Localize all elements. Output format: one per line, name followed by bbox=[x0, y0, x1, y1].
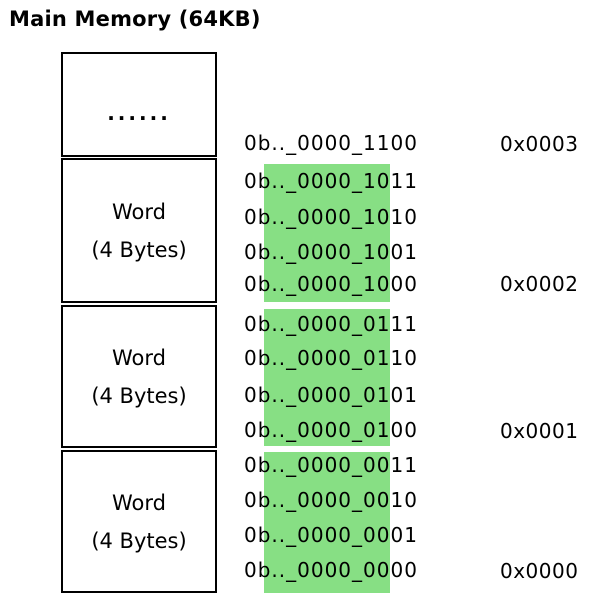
page-title: Main Memory (64KB) bbox=[9, 7, 261, 31]
binary-address-row: 0b.._0000_1000 bbox=[244, 272, 418, 296]
hex-address-label: 0x0003 bbox=[500, 132, 579, 156]
binary-address-row: 0b.._0000_0111 bbox=[244, 312, 418, 336]
binary-address-row: 0b.._0000_0010 bbox=[244, 488, 418, 512]
binary-address-row: 0b.._0000_1011 bbox=[244, 169, 418, 193]
binary-address-row: 0b.._0000_0000 bbox=[244, 558, 418, 582]
binary-address-row: 0b.._0000_0001 bbox=[244, 523, 418, 547]
binary-address-row: 0b.._0000_0011 bbox=[244, 453, 418, 477]
word-size-label: (4 Bytes) bbox=[91, 383, 187, 408]
binary-address-row: 0b.._0000_0101 bbox=[244, 383, 418, 407]
memory-box-ellipsis: ...... bbox=[61, 52, 217, 157]
binary-address-row: 0b.._0000_1010 bbox=[244, 205, 418, 229]
hex-address-label: 0x0000 bbox=[500, 559, 579, 583]
word-label: Word bbox=[112, 345, 166, 370]
memory-box-word-middle: Word (4 Bytes) bbox=[61, 305, 217, 448]
ellipsis-label: ...... bbox=[107, 100, 171, 125]
word-address-highlight bbox=[264, 309, 390, 446]
word-size-label: (4 Bytes) bbox=[91, 528, 187, 553]
word-label: Word bbox=[112, 199, 166, 224]
binary-address-row: 0b.._0000_0100 bbox=[244, 418, 418, 442]
hex-address-label: 0x0002 bbox=[500, 272, 579, 296]
memory-box-word-bottom: Word (4 Bytes) bbox=[61, 450, 217, 593]
word-address-highlight bbox=[264, 452, 390, 593]
memory-box-word-top: Word (4 Bytes) bbox=[61, 158, 217, 303]
binary-address-row: 0b.._0000_0110 bbox=[244, 346, 418, 370]
word-size-label: (4 Bytes) bbox=[91, 237, 187, 262]
hex-address-label: 0x0001 bbox=[500, 419, 579, 443]
word-address-highlight bbox=[264, 164, 390, 302]
binary-address-row: 0b.._0000_1100 bbox=[244, 131, 418, 155]
binary-address-row: 0b.._0000_1001 bbox=[244, 240, 418, 264]
word-label: Word bbox=[112, 490, 166, 515]
